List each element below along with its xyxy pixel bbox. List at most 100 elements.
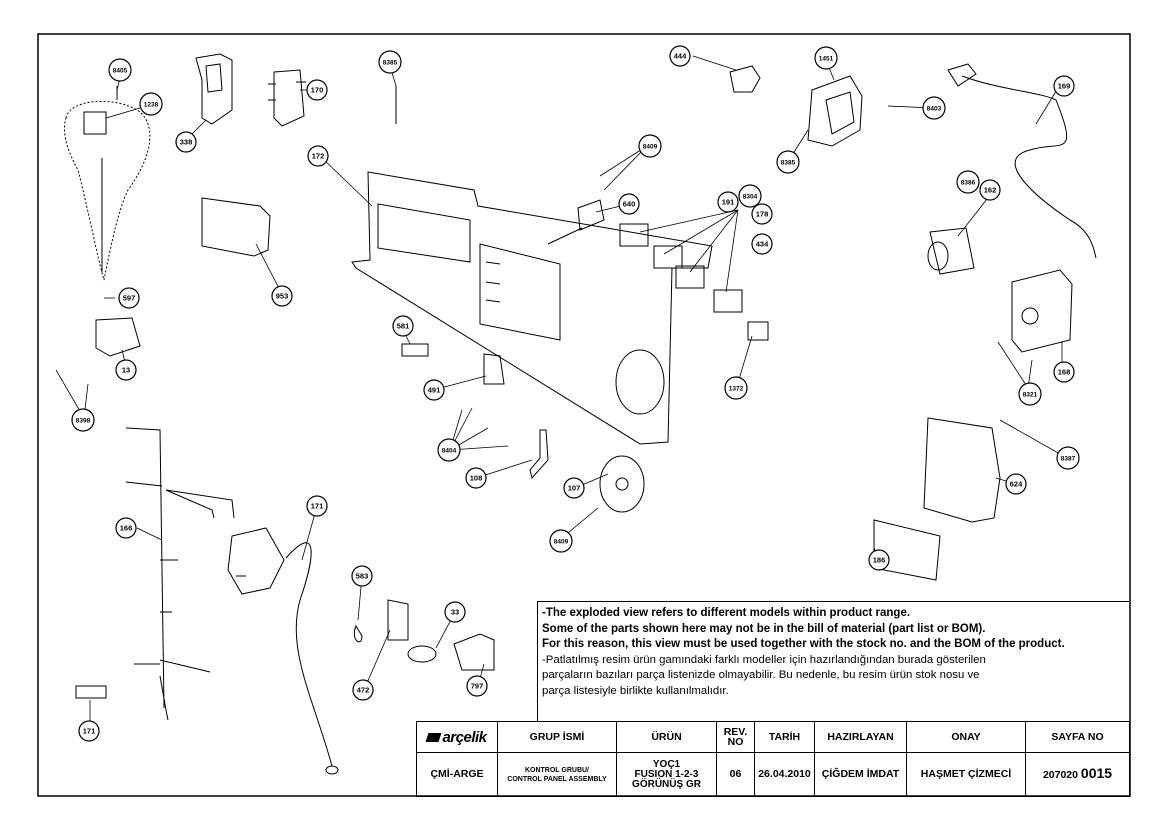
callout-label: 33 <box>451 608 459 617</box>
callout-label: 797 <box>471 682 484 691</box>
callout-label: 444 <box>674 52 687 61</box>
exploded-view-note: -The exploded view refers to different m… <box>537 601 1129 721</box>
callout-8409: 8409 <box>638 134 662 158</box>
part-171-small <box>75 685 107 699</box>
logo-cell: arçelik <box>416 721 498 753</box>
callout-label: 472 <box>357 686 370 695</box>
part-1372 <box>747 321 769 341</box>
value-rev-no: 06 <box>716 752 755 797</box>
part-491 <box>483 353 505 385</box>
callout-1238: 1238 <box>139 92 163 116</box>
callout-8409: 8409 <box>549 529 573 553</box>
callout-168: 168 <box>1053 361 1075 383</box>
part-172-knob-seat <box>615 349 665 415</box>
title-block: arçelik GRUP İSMİ ÜRÜN REV. NO TARİH HAZ… <box>416 721 1130 797</box>
callout-label: 172 <box>312 152 325 161</box>
callout-8387: 8387 <box>1056 446 1080 470</box>
callout-108: 108 <box>465 467 487 489</box>
callout-label: 1238 <box>144 102 159 109</box>
callout-label: 597 <box>123 294 136 303</box>
callout-label: 1451 <box>819 56 834 63</box>
sayfa-no-prefix: 207020 <box>1042 769 1078 781</box>
callout-640: 640 <box>618 193 640 215</box>
part-33 <box>407 645 437 663</box>
value-hazirlayan: ÇİĞDEM İMDAT <box>814 752 907 797</box>
part-13 <box>95 317 141 357</box>
callout-171: 171 <box>306 495 328 517</box>
note-tr-line-3: parça listesiyle birlikte kullanılmalıdı… <box>542 684 729 697</box>
callout-label: 8409 <box>554 539 569 546</box>
header-hazirlayan: HAZIRLAYAN <box>814 721 907 753</box>
callout-338: 338 <box>175 131 197 153</box>
sayfa-no-suffix: 0015 <box>1080 765 1113 781</box>
callout-label: 491 <box>428 386 441 395</box>
callout-8404: 8404 <box>437 438 461 462</box>
callout-label: 8404 <box>442 448 457 455</box>
part-1451 <box>807 75 863 147</box>
part-624 <box>923 417 1001 523</box>
part-1238-head <box>83 111 107 135</box>
part-108 <box>529 429 549 480</box>
callout-107: 107 <box>563 477 585 499</box>
part-171-end <box>325 765 339 775</box>
value-dept: ÇMİ-ARGE <box>416 752 498 797</box>
callout-444: 444 <box>669 45 691 67</box>
callout-label: 1372 <box>729 386 744 393</box>
part-162-face <box>927 241 949 271</box>
value-urun: YOÇ1 FUSION 1-2-3 GÖRÜNÜŞ GR <box>616 752 717 797</box>
note-tr-line-1: -Patlatılmış resim ürün gamındaki farklı… <box>542 653 986 666</box>
part-472 <box>387 599 409 641</box>
callout-label: 170 <box>311 86 324 95</box>
note-tr-line-2: parçaların bazıları parça listenizde olm… <box>542 669 980 681</box>
part-107-hub <box>615 477 629 491</box>
callout-label: 162 <box>984 186 997 195</box>
part-172-window <box>377 203 471 263</box>
callout-label: 178 <box>756 210 769 219</box>
callout-label: 953 <box>276 292 289 301</box>
callout-797: 797 <box>466 675 488 697</box>
header-urun: ÜRÜN <box>616 721 717 753</box>
header-rev-no: REV. NO <box>716 721 755 753</box>
part-166-harness <box>125 427 235 721</box>
part-168 <box>1011 269 1073 353</box>
callout-label: 108 <box>470 474 483 483</box>
callout-label: 186 <box>873 556 886 565</box>
value-onay: HAŞMET ÇİZMECİ <box>906 752 1026 797</box>
callout-162: 162 <box>979 179 1001 201</box>
callout-label: 581 <box>397 322 410 331</box>
callout-label: 8405 <box>113 68 128 75</box>
callout-581: 581 <box>392 315 414 337</box>
callout-label: 168 <box>1058 368 1071 377</box>
header-onay: ONAY <box>906 721 1026 753</box>
callout-8405: 8405 <box>108 58 132 82</box>
part-169-plug <box>947 63 977 87</box>
callout-label: 171 <box>83 727 96 736</box>
callout-label: 583 <box>356 572 369 581</box>
callout-label: 8304 <box>743 194 758 201</box>
callout-172: 172 <box>307 145 329 167</box>
callout-label: 434 <box>756 240 769 249</box>
callout-171: 171 <box>78 720 100 742</box>
arcelik-logo: arçelik <box>426 729 487 746</box>
part-640 <box>547 199 605 245</box>
part-107 <box>599 455 645 513</box>
callout-label: 13 <box>122 366 130 375</box>
callout-8321: 8321 <box>1018 382 1042 406</box>
callout-label: 640 <box>623 200 636 209</box>
part-581 <box>401 343 429 357</box>
callout-8385: 8385 <box>378 50 402 74</box>
callout-8398: 8398 <box>71 408 95 432</box>
part-953 <box>201 197 271 257</box>
callout-33: 33 <box>444 601 466 623</box>
part-583 <box>353 624 363 643</box>
part-162 <box>929 227 975 275</box>
part-171-cable <box>285 542 333 767</box>
value-sayfa-no: 207020 0015 <box>1025 752 1130 797</box>
note-en-line-3: For this reason, this view must be used … <box>542 638 1065 650</box>
part-1238-outline <box>64 100 151 281</box>
callout-434: 434 <box>751 233 773 255</box>
callout-label: 8398 <box>76 418 91 425</box>
callout-label: 338 <box>180 138 193 147</box>
